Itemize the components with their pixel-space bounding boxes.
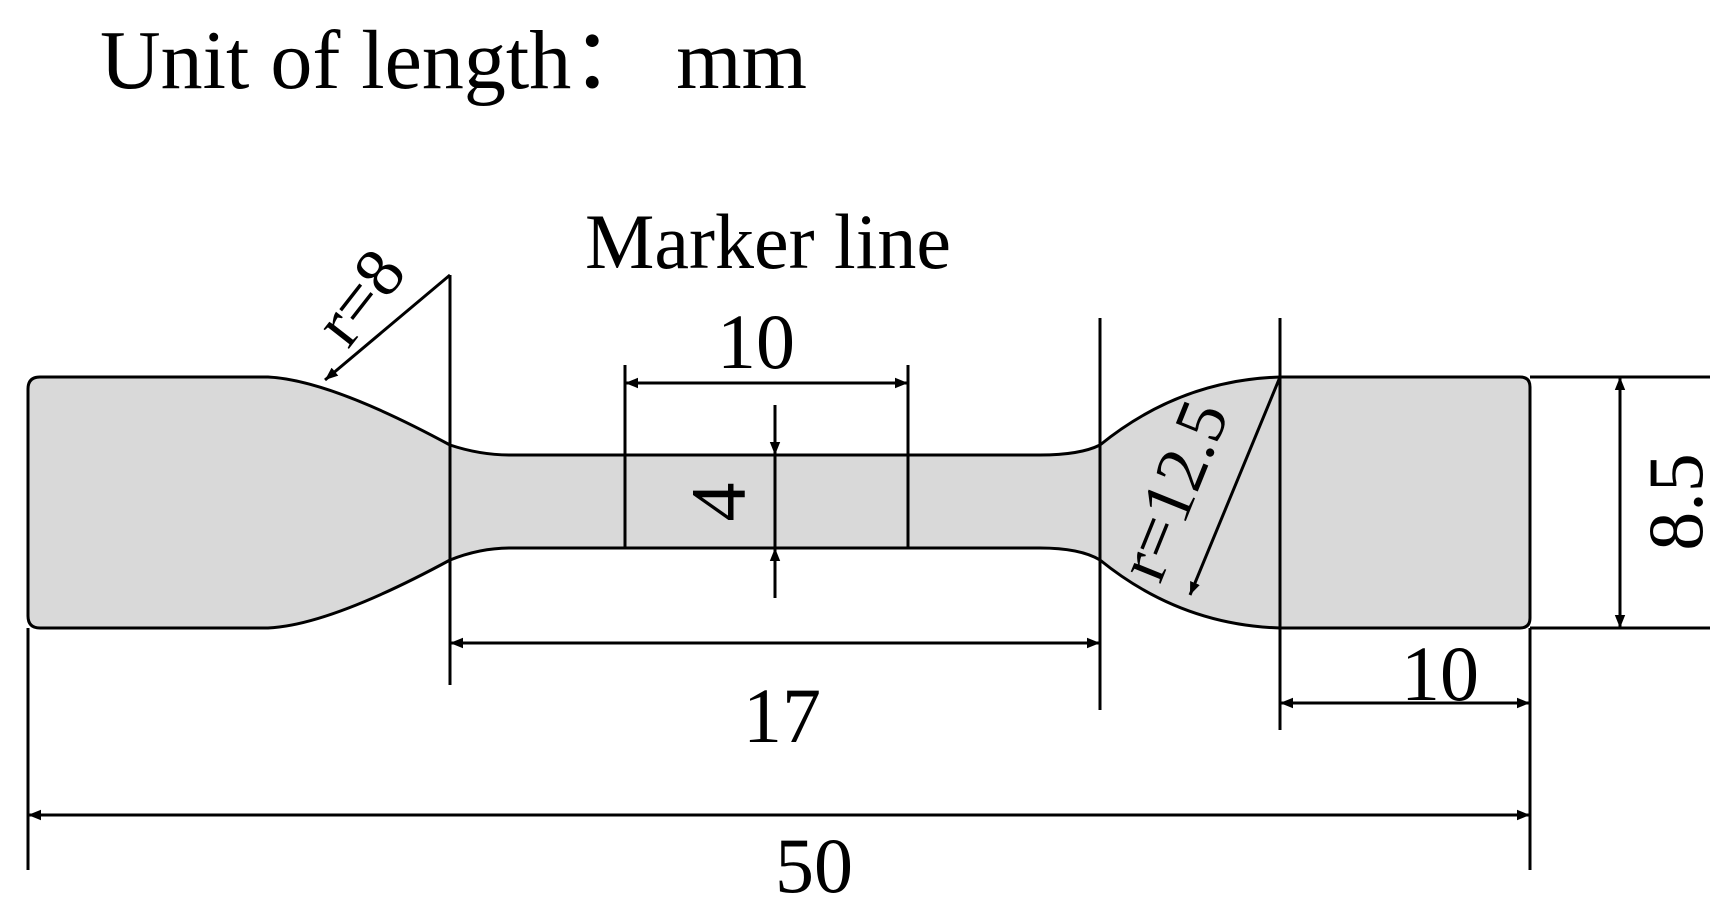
unit-title: Unit of length： mm (100, 14, 807, 107)
radius-left-leader (324, 273, 451, 382)
radius-left-label: r=8 (300, 235, 421, 359)
specimen-outline (26, 375, 1532, 630)
grip-length-label: 10 (1401, 630, 1479, 717)
gauge-length-label: 10 (717, 298, 795, 385)
marker-line-label: Marker line (585, 198, 951, 285)
parallel-length-label: 17 (743, 672, 821, 759)
radius-right-leader (1188, 376, 1282, 596)
grip-width-label: 8.5 (1632, 453, 1719, 551)
total-length-label: 50 (775, 822, 853, 909)
width-label: 4 (675, 483, 762, 522)
